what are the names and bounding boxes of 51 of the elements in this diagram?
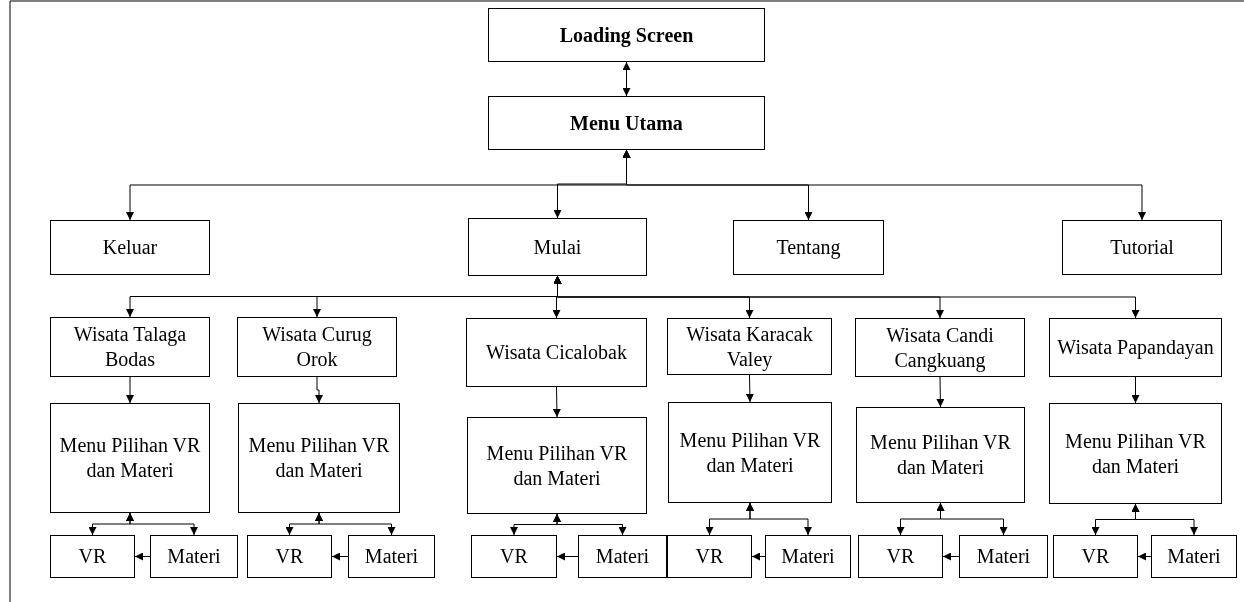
process-box: Materi	[1151, 535, 1237, 578]
arrow	[942, 552, 960, 561]
process-box: Wisata Talaga Bodas	[50, 317, 210, 377]
process-box: Wisata Candi Cangkuang	[855, 318, 1025, 377]
arrow	[126, 376, 134, 404]
process-box: Menu Pilihan VR dan Materi	[856, 407, 1025, 503]
process-box: Materi	[765, 535, 851, 578]
process-box: Wisata Papandayan	[1049, 318, 1222, 377]
arrow	[1131, 503, 1198, 536]
arrow	[936, 502, 1008, 536]
process-box: VR	[858, 535, 943, 578]
arrow	[751, 552, 766, 561]
arrow	[134, 552, 151, 561]
arrow	[745, 374, 754, 403]
menu-box: Menu Utama	[488, 96, 765, 150]
process-box: Menu Pilihan VR dan Materi	[238, 403, 400, 513]
process-box: Materi	[578, 535, 667, 578]
arrow	[315, 512, 396, 536]
arrow	[553, 513, 627, 536]
process-box: VR	[471, 535, 557, 578]
process-box: Wisata Curug Orok	[237, 317, 397, 377]
process-box: Tutorial	[1062, 220, 1222, 275]
process-box: Menu Pilihan VR dan Materi	[668, 402, 832, 503]
arrow	[622, 149, 1146, 221]
arrow	[622, 61, 631, 97]
arrow	[552, 386, 561, 418]
arrow	[1137, 552, 1152, 561]
process-box: Tentang	[733, 220, 884, 275]
process-box: VR	[50, 535, 135, 578]
process-box: Mulai	[468, 218, 647, 276]
arrow	[126, 512, 198, 536]
arrow	[553, 275, 1140, 319]
process-box: Materi	[150, 535, 238, 578]
process-box: VR	[667, 535, 752, 578]
process-box: Materi	[959, 535, 1048, 578]
arrow	[936, 376, 945, 408]
process-box: Menu Pilihan VR dan Materi	[50, 403, 210, 513]
arrow	[315, 376, 323, 404]
process-box: VR	[1053, 535, 1138, 578]
process-box: Wisata Karacak Valey	[667, 318, 832, 375]
process-box: VR	[247, 535, 332, 578]
arrow	[556, 552, 579, 561]
screen-box: Loading Screen	[488, 8, 765, 62]
process-box: Materi	[348, 535, 435, 578]
process-box: Keluar	[50, 220, 210, 275]
arrow	[331, 552, 349, 561]
process-box: Menu Pilihan VR dan Materi	[1049, 403, 1222, 504]
process-box: Wisata Cicalobak	[466, 318, 647, 387]
process-box: Menu Pilihan VR dan Materi	[467, 417, 647, 514]
arrow	[746, 502, 812, 536]
arrow	[1131, 376, 1140, 404]
